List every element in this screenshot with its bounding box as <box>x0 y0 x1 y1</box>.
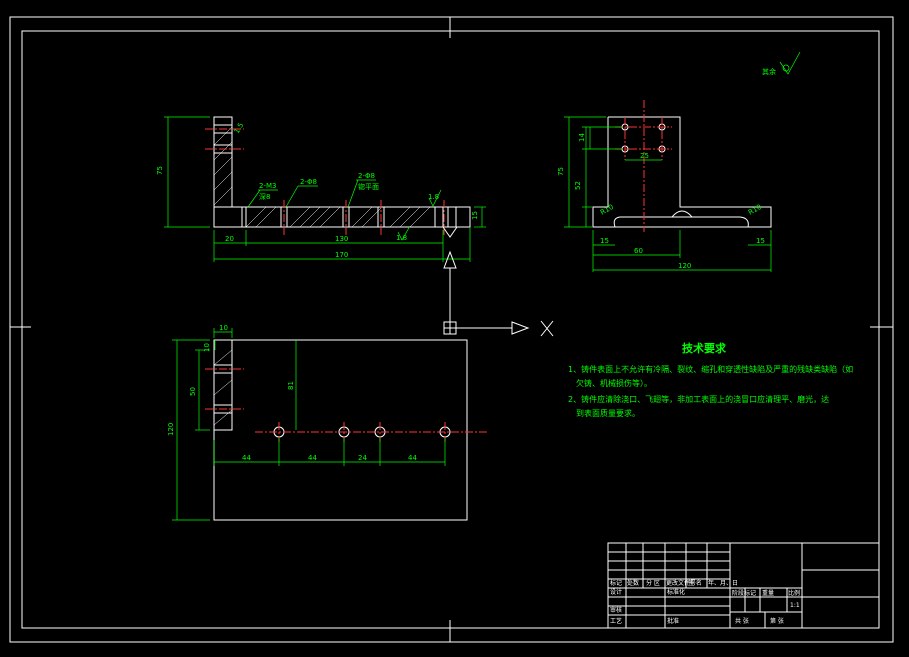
dim-15-front: 15 <box>471 211 479 220</box>
callout-1.5: 1.5 <box>233 121 245 135</box>
tb-stage: 阶段标记 <box>732 589 756 597</box>
roughness-label: 其余 <box>762 67 776 76</box>
tb-mark: 标记 <box>610 579 622 587</box>
tech-title: 技术要求 <box>682 341 727 355</box>
dim-75-front: 75 <box>156 166 164 175</box>
dim-r10-right: R10 <box>747 203 763 217</box>
dim-25-side: 25 <box>640 152 649 160</box>
callout-1.8-b: 1.8 <box>396 234 407 242</box>
top-view: 120 50 10 10 81 44 44 24 44 <box>167 324 488 521</box>
dim-44-b: 44 <box>308 454 317 462</box>
tb-date: 年、月、日 <box>708 579 738 587</box>
dim-15-side-right: 15 <box>756 237 765 245</box>
tech-line-1: 1、铸件表面上不允许有冷隔、裂纹、缩孔和穿透性缺陷及严重的残缺类缺陷（如 <box>568 364 853 374</box>
dim-44-c: 44 <box>408 454 417 462</box>
tb-zone: 分 区 <box>646 579 660 587</box>
dim-10-top-vert: 10 <box>203 343 211 352</box>
ucs-icon <box>443 250 554 337</box>
callout-m3-depth: 深8 <box>259 192 270 201</box>
tech-line-4: 到表面质量要求。 <box>576 408 640 418</box>
tb-weight: 重量 <box>762 589 774 597</box>
dim-120-side: 120 <box>678 262 691 270</box>
tech-line-2: 欠铸、机械损伤等）。 <box>576 378 652 388</box>
tb-count: 处数 <box>627 579 639 587</box>
tb-craft: 工艺 <box>610 617 622 625</box>
tb-std: 标准化 <box>667 588 685 596</box>
callout-spotface: 锪平面 <box>358 182 379 191</box>
tb-change-no: 更改文件号 <box>666 579 696 587</box>
side-view: 75 52 14 25 15 15 60 120 R10 R10 <box>557 100 772 272</box>
tb-sign: 签 名 <box>688 579 702 587</box>
dim-r10-left: R10 <box>599 203 615 217</box>
dim-14-side: 14 <box>578 133 586 142</box>
tb-design: 设计 <box>610 588 622 596</box>
sheet-border <box>9 16 894 643</box>
tb-sheets-total: 共 张 <box>735 617 749 625</box>
tb-scale-label: 比例 <box>788 589 800 597</box>
dim-120-top: 120 <box>167 423 175 436</box>
dim-52-side: 52 <box>574 181 582 190</box>
tb-review: 审核 <box>610 606 622 614</box>
callout-m3: 2-M3 <box>259 182 276 190</box>
tb-sheet-no: 第 张 <box>770 617 784 625</box>
technical-requirements: 技术要求 1、铸件表面上不允许有冷隔、裂纹、缩孔和穿透性缺陷及严重的残缺类缺陷（… <box>568 341 853 418</box>
dim-44-a: 44 <box>242 454 251 462</box>
dim-130-front: 130 <box>335 235 348 243</box>
tech-line-3: 2、铸件应清除浇口、飞翅等，非加工表面上的浇冒口应清理平、磨光，达 <box>568 394 829 404</box>
dim-75-side: 75 <box>557 167 565 176</box>
title-block: 标记 处数 分 区 更改文件号 签 名 年、月、日 设计 标准化 审核 工艺 批… <box>607 542 880 629</box>
roughness-symbol: 其余 <box>762 51 801 76</box>
callout-1.8-a: 1.8 <box>428 193 439 201</box>
dim-10-top: 10 <box>219 324 228 332</box>
callout-phi8-b: 2-Φ8 <box>358 172 375 180</box>
dim-24: 24 <box>358 454 367 462</box>
dim-60-side: 60 <box>634 247 643 255</box>
dim-170-front: 170 <box>335 251 348 259</box>
dim-81-top: 81 <box>287 381 295 390</box>
callout-phi8-a: 2-Φ8 <box>300 178 317 186</box>
tb-approve: 批准 <box>667 617 679 625</box>
dim-50-top: 50 <box>189 387 197 396</box>
dim-15-side-left: 15 <box>600 237 609 245</box>
front-view: 75 15 20 130 170 2-M3 深8 2-Φ8 2-Φ8 锪平面 1… <box>156 116 486 262</box>
tb-scale: 1:1 <box>790 602 800 609</box>
dim-20-front: 20 <box>225 235 234 243</box>
